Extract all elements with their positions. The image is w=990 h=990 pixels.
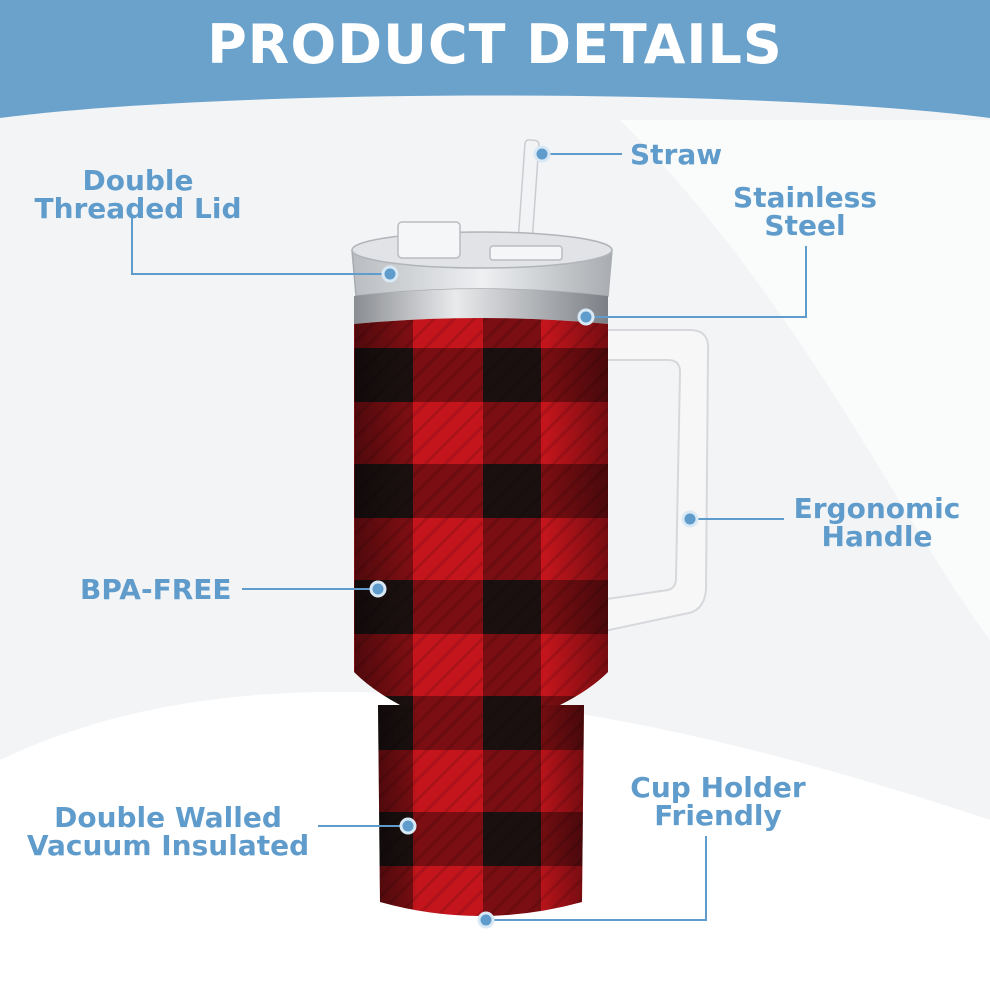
vacuum-line-1: Double Walled [54,801,282,834]
vacuum-line-2: Vacuum Insulated [26,829,310,862]
handle-dot [681,510,699,528]
label-lid: Double Threaded Lid [28,167,248,223]
page-title: PRODUCT DETAILS [207,13,783,76]
label-holder: Cup Holder Friendly [618,774,818,830]
straw-text: Straw [630,138,723,171]
steel-dot [577,308,595,326]
bpa-text: BPA-FREE [80,573,232,606]
label-handle: Ergonomic Handle [782,495,972,551]
header-banner [0,0,990,118]
holder-dot [477,911,495,929]
steel-line-1: Stainless [733,181,877,214]
lid-line-2: Threaded Lid [34,192,242,225]
holder-line-2: Friendly [654,799,782,832]
label-steel: Stainless Steel [710,184,900,240]
holder-line-1: Cup Holder [630,771,806,804]
lid-dot [381,265,399,283]
label-vacuum: Double Walled Vacuum Insulated [18,804,318,860]
handle-line-1: Ergonomic [793,492,961,525]
steel-line-2: Steel [764,209,846,242]
label-bpa: BPA-FREE [80,576,232,604]
lid-line-1: Double [82,164,194,197]
label-straw: Straw [630,141,722,169]
handle-line-2: Handle [821,520,933,553]
straw-dot [533,145,551,163]
vacuum-dot [399,817,417,835]
bpa-dot [369,580,387,598]
